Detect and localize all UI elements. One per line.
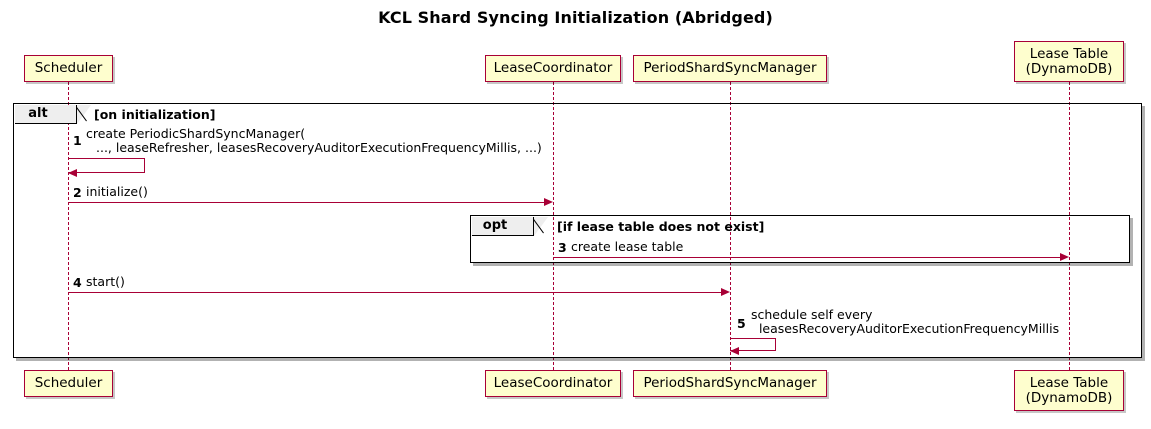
message-4-text-line1: start(): [86, 274, 125, 289]
message-1-text-line1: create PeriodicShardSyncManager(: [86, 126, 306, 141]
fragment-alt-operator-text: alt: [28, 106, 48, 121]
message-4-arrowhead: [721, 287, 730, 296]
message-1-self-loop: [68, 158, 145, 173]
participant-periodshardsyncmanager-top[interactable]: PeriodShardSyncManager: [633, 55, 827, 82]
lifeline-scheduler: [67, 82, 69, 370]
participant-leasetable-bottom[interactable]: Lease Table (DynamoDB): [1014, 370, 1124, 411]
diagram-title: KCL Shard Syncing Initialization (Abridg…: [378, 8, 773, 27]
message-4-number: 4: [73, 275, 82, 290]
fragment-alt-label-corner: [76, 104, 91, 124]
lifeline-periodshardsyncmanager: [729, 82, 731, 370]
fragment-opt-create-lease-table: [470, 215, 1130, 263]
fragment-alt-on-initialization: [13, 103, 1142, 358]
message-2-number: 2: [73, 185, 82, 200]
message-1-number: 1: [73, 133, 82, 148]
fragment-opt-label-corner: [533, 216, 548, 236]
fragment-opt-guard: [if lease table does not exist]: [557, 219, 765, 234]
fragment-alt-guard: [on initialization]: [94, 107, 216, 122]
message-5-arrowhead: [730, 346, 739, 355]
participant-leasecoordinator-top[interactable]: LeaseCoordinator: [485, 55, 621, 82]
message-3-text-line1: create lease table: [571, 239, 684, 254]
participant-scheduler-bottom-label: Scheduler: [34, 375, 103, 391]
fragment-opt-operator-label: opt: [471, 216, 534, 236]
participant-leasetable-top[interactable]: Lease Table (DynamoDB): [1014, 41, 1124, 82]
participant-scheduler-top[interactable]: Scheduler: [24, 55, 113, 82]
message-2-line: [68, 202, 544, 203]
message-2-text-line1: initialize(): [86, 184, 148, 199]
lifeline-leasetable: [1068, 82, 1070, 370]
participant-periodshardsyncmanager-bottom-label: PeriodShardSyncManager: [643, 375, 817, 391]
fragment-opt-operator-text: opt: [482, 218, 508, 233]
message-5-text-line2: leasesRecoveryAuditorExecutionFrequencyM…: [751, 321, 1060, 336]
participant-leasecoordinator-bottom-label: LeaseCoordinator: [493, 375, 613, 391]
message-1-arrowhead: [68, 168, 77, 177]
participant-scheduler-bottom[interactable]: Scheduler: [24, 370, 113, 397]
message-5-number: 5: [737, 316, 746, 331]
participant-periodshardsyncmanager-bottom[interactable]: PeriodShardSyncManager: [633, 370, 827, 397]
participant-leasecoordinator-bottom[interactable]: LeaseCoordinator: [485, 370, 621, 397]
message-5-text-line1: schedule self every: [751, 307, 873, 322]
fragment-alt-operator-label: alt: [14, 104, 77, 124]
participant-leasetable-top-label: Lease Table (DynamoDB): [1025, 45, 1113, 77]
participant-periodshardsyncmanager-top-label: PeriodShardSyncManager: [643, 60, 817, 76]
message-5-self-loop: [730, 338, 776, 351]
message-3-line: [553, 257, 1060, 258]
message-3-number: 3: [558, 240, 567, 255]
participant-leasetable-bottom-label: Lease Table (DynamoDB): [1025, 374, 1113, 406]
participant-scheduler-top-label: Scheduler: [34, 60, 103, 76]
participant-leasecoordinator-top-label: LeaseCoordinator: [493, 60, 613, 76]
message-2-arrowhead: [544, 197, 553, 206]
message-4-line: [68, 292, 721, 293]
message-3-arrowhead: [1060, 252, 1069, 261]
lifeline-leasecoordinator: [552, 82, 554, 370]
message-1-text-line2: ..., leaseRefresher, leasesRecoveryAudit…: [96, 140, 542, 155]
